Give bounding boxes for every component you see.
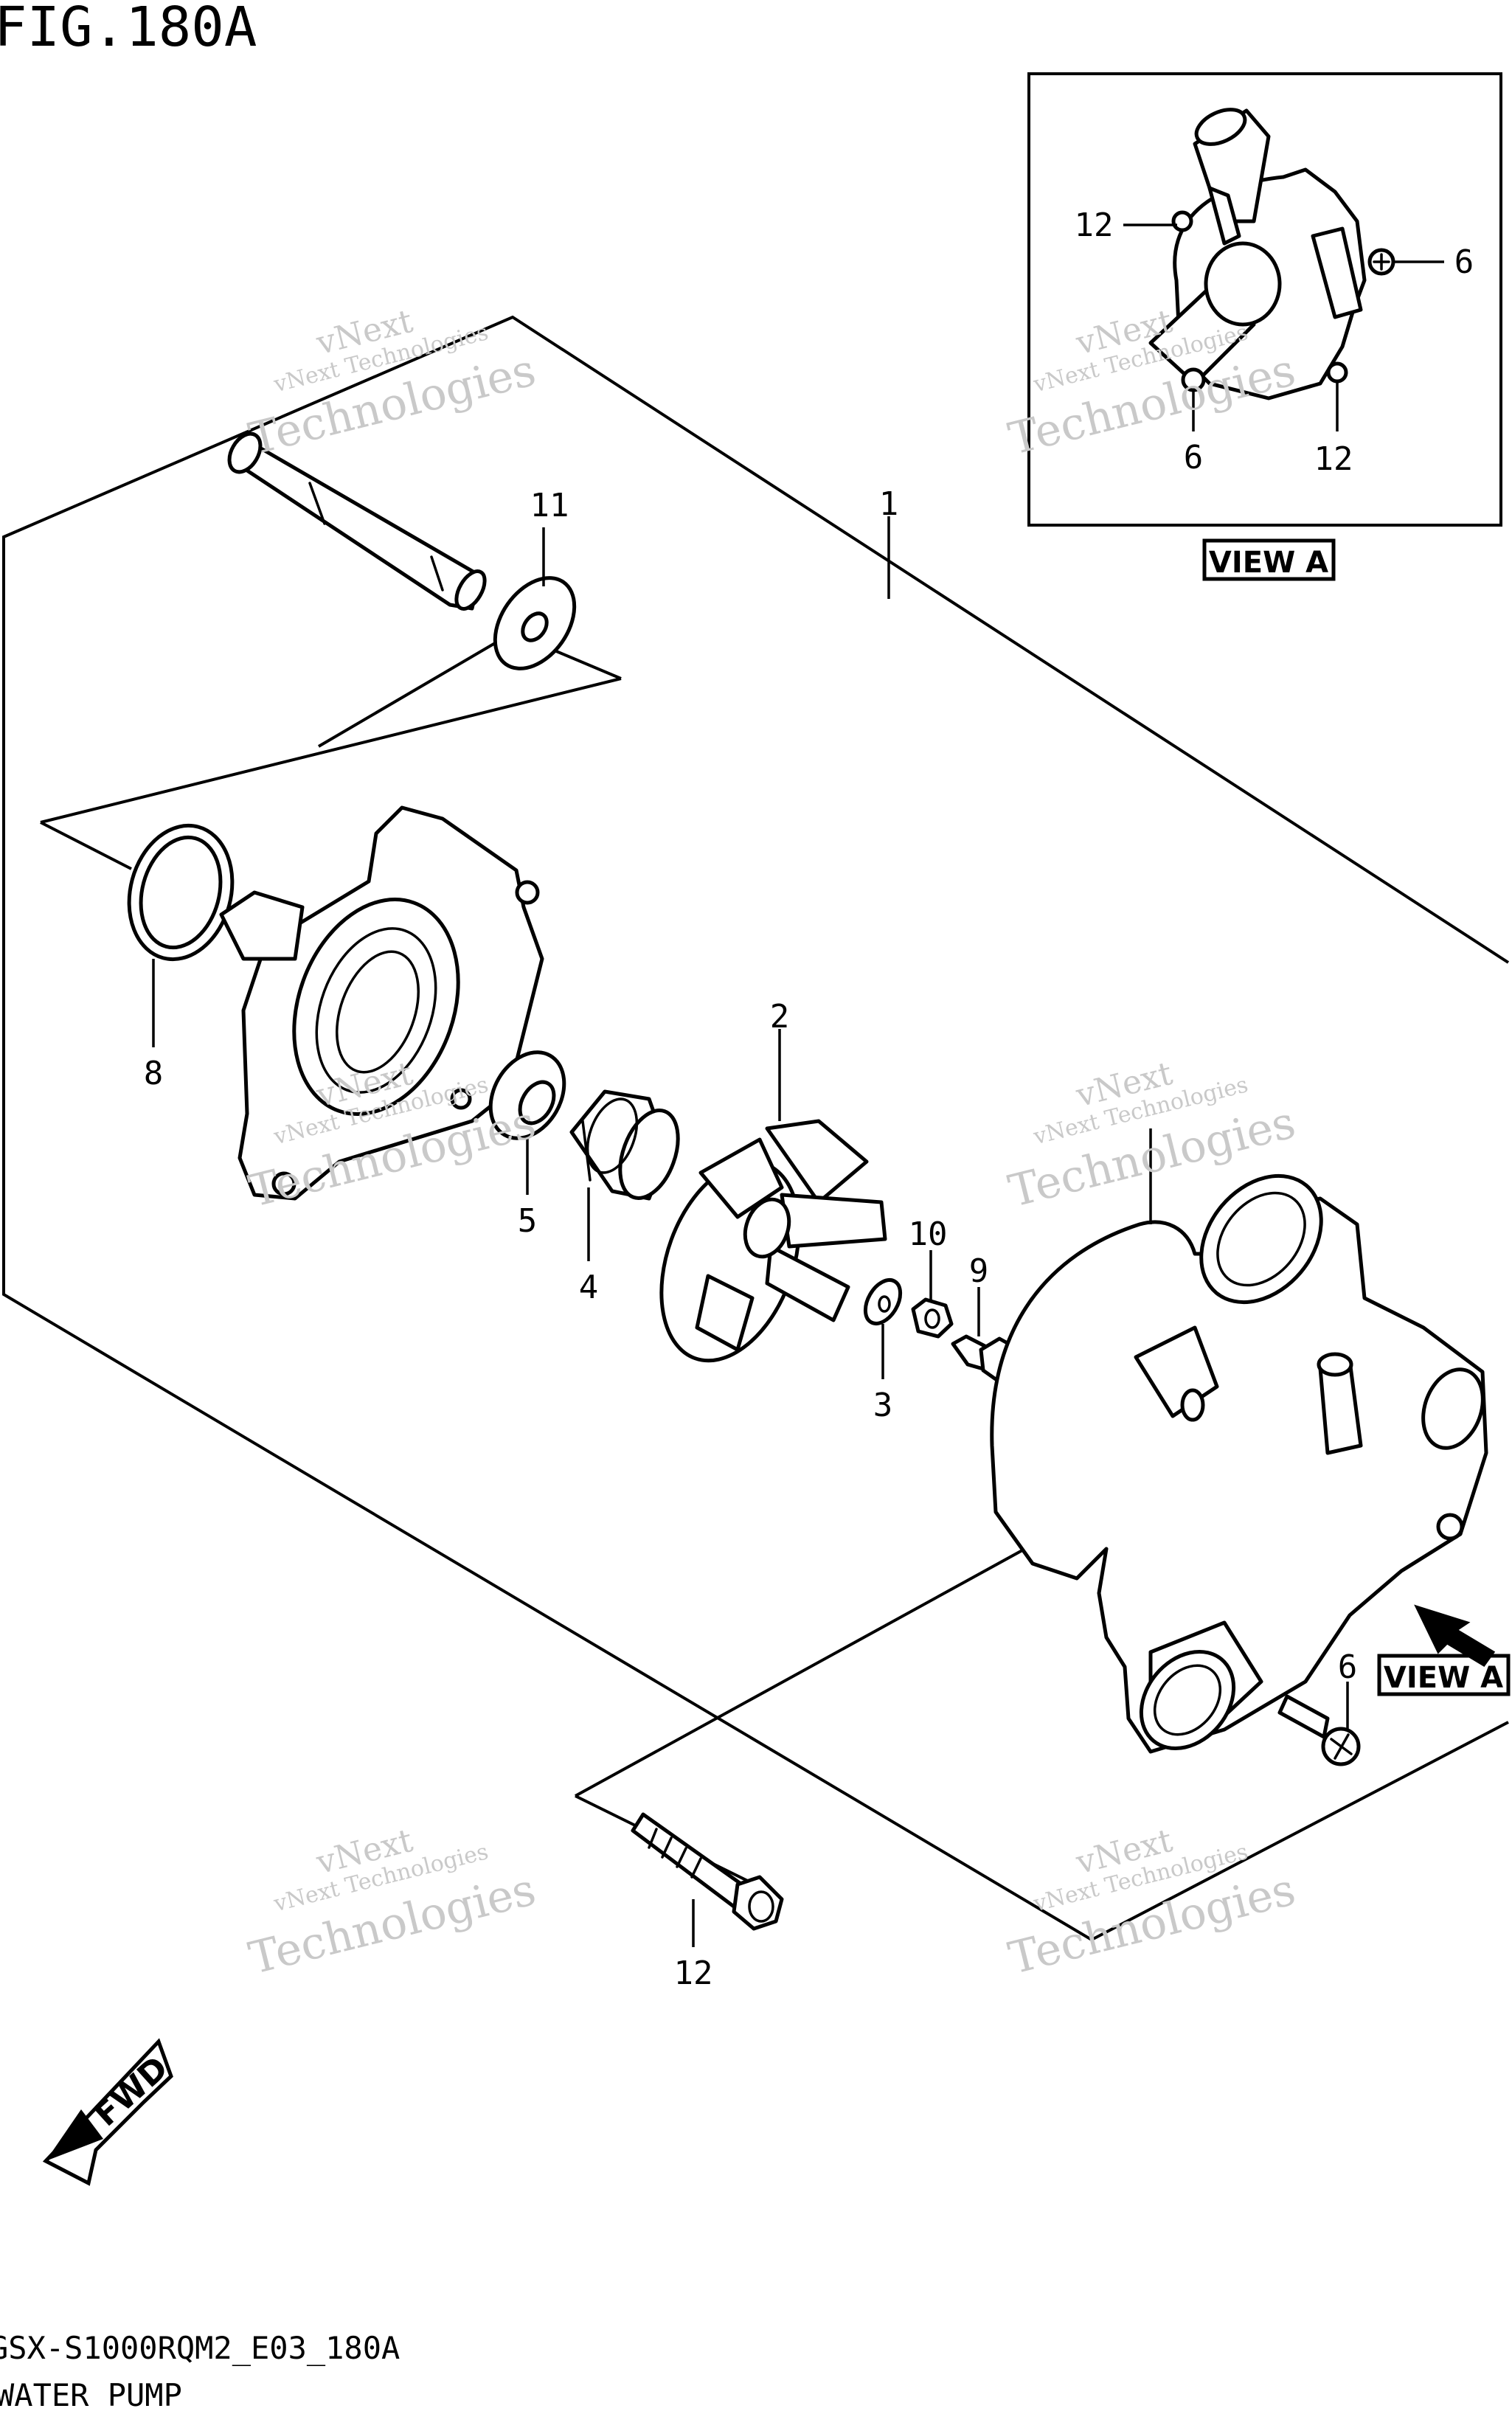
fwd-arrow-icon: FWD [42,2038,176,2186]
callout-12: 12 [674,1955,713,1992]
mechanical-seal-4-drawing [569,1089,680,1201]
callout-1: 1 [879,485,899,523]
callout-2: 2 [770,998,790,1036]
pump-shaft-drawing [227,431,487,611]
o-ring-8-drawing [127,823,235,962]
impeller-2-drawing [659,1119,887,1363]
view-a-callout-12a: 12 [1075,207,1114,244]
washer-3-drawing [863,1278,903,1325]
nut-10-drawing [911,1297,954,1339]
callout-10: 10 [909,1215,948,1253]
callout-5: 5 [518,1202,538,1240]
washer-11-drawing [493,576,577,670]
bolt-6-drawing [1277,1694,1361,1766]
view-a-callout-12b: 12 [1314,440,1353,478]
callout-8: 8 [144,1055,164,1092]
bolt-12-drawing [631,1812,784,1931]
watermark-6: vNext vNext Technologies Technologies [1004,1822,1300,1985]
callout-9: 9 [969,1252,989,1290]
view-a-label-box: VIEW A [1202,538,1336,581]
callout-6: 6 [1338,1648,1358,1686]
view-a-label-2: VIEW A [1384,1661,1503,1695]
watermark-5: vNext vNext Technologies Technologies [244,1822,541,1985]
leader-lines [152,223,1444,1947]
callout-3: 3 [873,1387,893,1424]
view-a-callout-6a: 6 [1454,243,1474,281]
view-a-cover-drawing [1148,108,1395,400]
seal-5-drawing [488,1050,566,1140]
watermark-1: vNext vNext Technologies Technologies [244,302,541,465]
callout-4: 4 [579,1269,599,1306]
pump-cover-drawing [990,1173,1488,1754]
view-a-arrow-icon [1414,1604,1496,1667]
figure-title: FIG.180A [0,0,257,59]
view-a-label: VIEW A [1209,546,1328,580]
callout-11: 11 [530,487,569,524]
figure-code: GSX-S1000RQM2_E03_180A [0,2330,400,2366]
view-a-callout-6b: 6 [1184,439,1204,476]
view-a-arrow-group: VIEW A [1377,1604,1511,1696]
pump-housing-drawing [219,805,544,1201]
view-a-inset [1027,72,1502,527]
figure-name: WATER PUMP [0,2377,182,2413]
